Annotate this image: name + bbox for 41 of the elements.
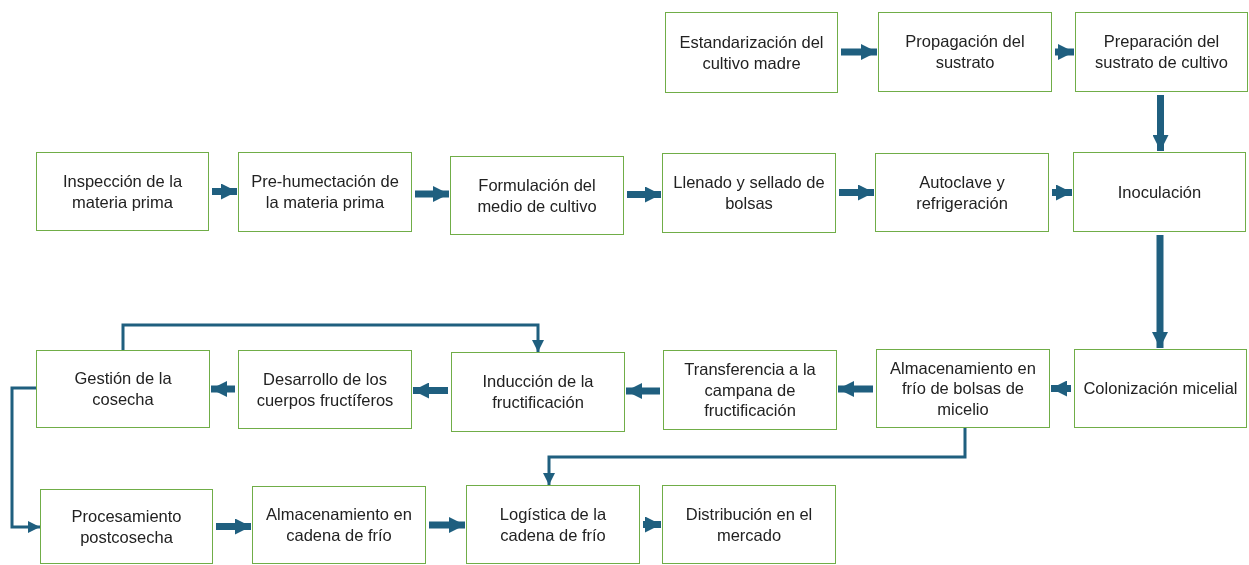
process-box xyxy=(466,485,640,564)
process-box xyxy=(1075,12,1248,92)
process-box xyxy=(36,152,209,231)
process-box xyxy=(1074,349,1247,428)
step-label: Autoclave y refrigeración xyxy=(915,171,1009,214)
process-box xyxy=(1073,152,1246,232)
process-box xyxy=(662,485,836,564)
process-box xyxy=(451,352,625,432)
step-label: Pre-humectación de la materia prima xyxy=(250,171,400,213)
step-label: Logística de la cadena de frío xyxy=(498,503,608,546)
arrow xyxy=(121,323,544,352)
step-label: Procesamiento postcosecha xyxy=(70,505,183,548)
process-box xyxy=(238,152,412,232)
process-box xyxy=(665,12,838,93)
process-box xyxy=(878,12,1052,92)
step-label: Almacenamiento en cadena de frío xyxy=(265,504,413,546)
process-box xyxy=(662,153,836,233)
step-label: Almacenamiento en frío de bolsas de micelio xyxy=(889,357,1037,420)
process-box xyxy=(252,486,426,564)
step-label: Inducción de la fructificación xyxy=(481,371,595,413)
step-label: Inoculación xyxy=(1116,181,1203,203)
process-box xyxy=(36,350,210,428)
process-box xyxy=(663,350,837,430)
step-label: Inspección de la materia prima xyxy=(61,170,184,213)
step-label: Formulación del medio de cultivo xyxy=(476,174,598,217)
arrow xyxy=(543,428,967,485)
step-label: Llenado y sellado de bolsas xyxy=(672,172,826,214)
process-box xyxy=(876,349,1050,428)
step-label: Transferencia a la campana de fructificación xyxy=(683,359,817,421)
process-box xyxy=(875,153,1049,232)
process-box xyxy=(40,489,213,564)
step-label: Distribución en el mercado xyxy=(684,503,814,546)
step-label: Estandarización del cultivo madre xyxy=(678,31,825,74)
step-label: Desarrollo de los cuerpos fructíferos xyxy=(255,368,395,411)
step-label: Propagación del sustrato xyxy=(904,31,1026,73)
step-label: Preparación del sustrato de cultivo xyxy=(1094,31,1229,73)
step-label: Gestión de la cosecha xyxy=(73,368,173,410)
process-box xyxy=(238,350,412,429)
process-box xyxy=(450,156,624,235)
arrow xyxy=(10,386,40,533)
step-label: Colonización micelial xyxy=(1082,378,1239,399)
